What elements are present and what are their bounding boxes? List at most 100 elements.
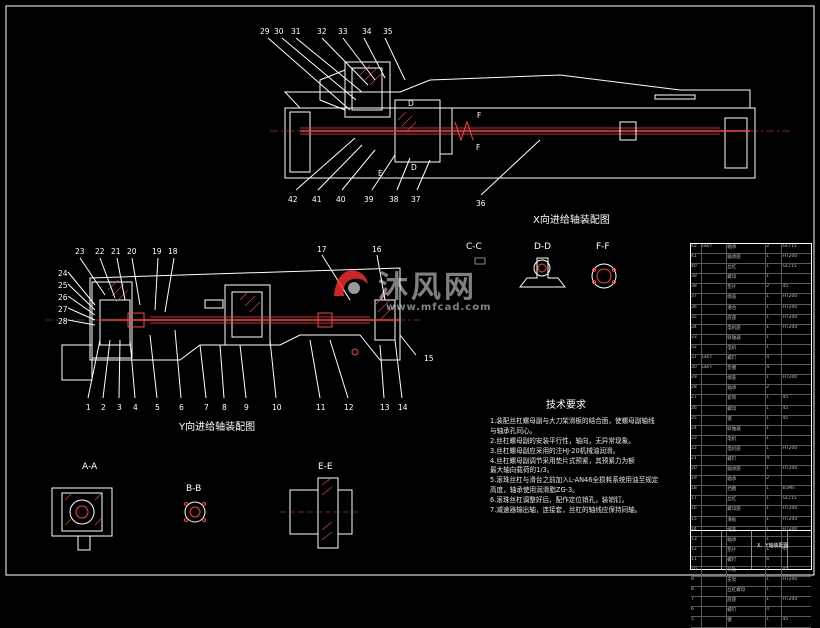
parts-list-cell: 轴承座: [727, 254, 767, 264]
section-letter-d2: D: [411, 163, 417, 172]
parts-list-cell: [702, 405, 728, 415]
parts-list-cell: 1: [766, 466, 783, 476]
parts-list-cell: 1: [766, 304, 783, 314]
parts-list-cell: 12: [691, 546, 702, 556]
part-number-28: 28: [58, 317, 68, 326]
parts-list-cell: 24: [691, 425, 702, 435]
parts-list-cell: 32: [691, 344, 702, 355]
parts-list-cell: 1: [766, 526, 783, 536]
parts-list-cell: [702, 587, 728, 597]
parts-list-cell: [702, 344, 728, 355]
parts-list-cell: 螺母: [727, 274, 767, 284]
parts-list-cell: 螺母座: [727, 506, 767, 516]
parts-list-cell: [702, 577, 728, 587]
parts-list-cell: [782, 607, 811, 616]
parts-list-cell: 2: [766, 476, 783, 486]
parts-list-cell: 9: [691, 577, 702, 587]
part-number-42: 42: [288, 195, 298, 204]
parts-list-cell: 1: [766, 496, 783, 506]
x-part-numbers: 29 30 31 32 33 34 35 42 41 40 39 38 37 3…: [260, 27, 486, 208]
part-number-3: 3: [117, 403, 122, 412]
part-number-19: 19: [152, 247, 162, 256]
parts-list-cell: 轴承: [727, 476, 767, 486]
parts-list-cell: 键: [727, 415, 767, 425]
parts-list-cell: 电机座: [727, 445, 767, 455]
section-letter-f2: F: [476, 143, 480, 152]
section-a-a-label: A-A: [82, 462, 98, 472]
part-number-10: 10: [272, 403, 282, 412]
tech-line-10: 7.减速器输出轴，连接套，丝杠的轴线应保持同轴。: [490, 506, 642, 515]
parts-list-cell: GCr15: [782, 264, 797, 270]
part-number-32: 32: [317, 27, 327, 36]
parts-list-cell: HT200: [782, 254, 798, 260]
parts-list-cell: [702, 334, 728, 344]
part-number-20: 20: [127, 247, 137, 256]
part-number-9: 9: [244, 403, 249, 412]
parts-list-cell: 丝杠: [727, 496, 767, 506]
parts-list-cell: 18: [691, 486, 702, 496]
parts-list-cell: 滑板: [727, 516, 767, 526]
parts-list-cell: 1: [766, 587, 783, 597]
title-block-bottom: X、Y轴装配图: [691, 530, 811, 569]
parts-list-cell: [702, 435, 728, 445]
section-d-d-label: D-D: [534, 242, 552, 252]
part-number-5: 5: [155, 403, 160, 412]
parts-list-cell: 45: [782, 405, 789, 411]
parts-list-cell: [782, 476, 811, 485]
parts-list-cell: 10: [691, 567, 702, 577]
parts-list-cell: 1: [766, 344, 783, 355]
section-e-e-label: E-E: [318, 462, 333, 472]
parts-list-cell: 8: [691, 587, 702, 597]
part-number-25: 25: [58, 281, 68, 290]
parts-list-cell: [702, 304, 728, 314]
tech-line-5: 4.丝杠螺母副调节采用垫片式预紧，其预紧力为额: [490, 456, 635, 465]
parts-list-cell: 65Mn: [782, 486, 795, 492]
parts-list-cell: 28: [691, 385, 702, 395]
parts-list-cell: 11: [691, 556, 702, 566]
parts-list-cell: [782, 436, 811, 445]
parts-list-cell: [702, 486, 728, 496]
part-number-40: 40: [336, 195, 346, 204]
sheet-border: [5, 5, 815, 576]
part-number-37: 37: [411, 195, 421, 204]
parts-list-cell: 27: [691, 395, 702, 405]
parts-list-cell: 联轴器: [727, 334, 767, 344]
parts-list-cell: GCr15: [782, 496, 797, 502]
parts-list-cell: 26: [691, 405, 702, 415]
parts-list-cell: 19: [691, 476, 702, 486]
parts-list-cell: 1: [766, 617, 783, 627]
parts-list-cell: 13: [691, 536, 702, 546]
technical-requirements: 技术要求 1.装配丝杠螺母副与大刀架滑板的结合面，使螺母副轴线 与轴承孔同心。 …: [490, 401, 690, 516]
parts-list-cell: 21: [691, 455, 702, 466]
parts-list-cell: [702, 516, 728, 526]
section-views: [51, 257, 617, 551]
part-number-38: 38: [389, 195, 399, 204]
parts-list-cell: [702, 395, 728, 405]
tech-line-1: 1.装配丝杠螺母副与大刀架滑板的结合面，使螺母副轴线: [490, 416, 655, 425]
parts-list-cell: 丝杠: [727, 264, 767, 274]
part-number-6: 6: [179, 403, 184, 412]
part-number-8: 8: [222, 403, 227, 412]
parts-list-cell: 1: [766, 254, 783, 264]
parts-list-cell: 2: [766, 244, 783, 254]
part-number-30: 30: [274, 27, 284, 36]
parts-list-cell: [702, 556, 728, 566]
parts-list-cell: 35: [691, 314, 702, 324]
parts-list-cell: [782, 355, 811, 364]
parts-list-cell: 40: [691, 264, 702, 274]
parts-list-cell: 端盖: [727, 294, 767, 304]
parts-list-cell: 1: [766, 324, 783, 334]
parts-list-cell: 45: [782, 546, 789, 552]
parts-list-cell: [702, 375, 728, 385]
drawing-canvas: 29 30 31 32 33 34 35 42 41 40 39 38 37 3…: [5, 5, 815, 576]
